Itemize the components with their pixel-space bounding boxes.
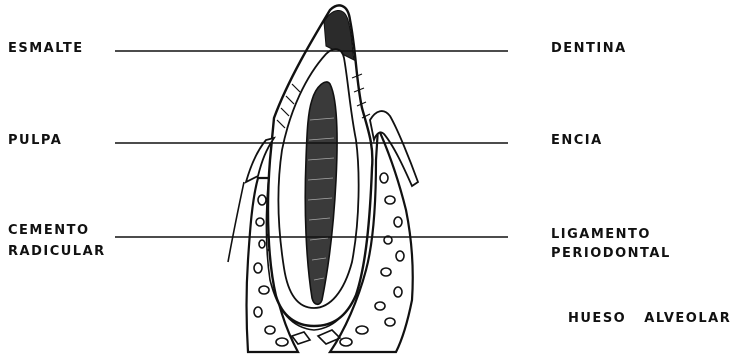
label-encia: ENCIA bbox=[551, 132, 603, 150]
label-esmalte: ESMALTE bbox=[8, 40, 84, 58]
label-radicular: RADICULAR bbox=[8, 243, 106, 261]
label-ligamento: LIGAMENTO bbox=[551, 226, 651, 244]
label-cemento: CEMENTO bbox=[8, 222, 90, 240]
gingiva-left-outer bbox=[228, 182, 244, 262]
label-periodontal: PERIODONTAL bbox=[551, 245, 671, 263]
label-pulpa: PULPA bbox=[8, 132, 62, 150]
label-hueso-alveolar: HUESO ALVEOLAR bbox=[568, 310, 731, 328]
label-dentina: DENTINA bbox=[551, 40, 627, 58]
